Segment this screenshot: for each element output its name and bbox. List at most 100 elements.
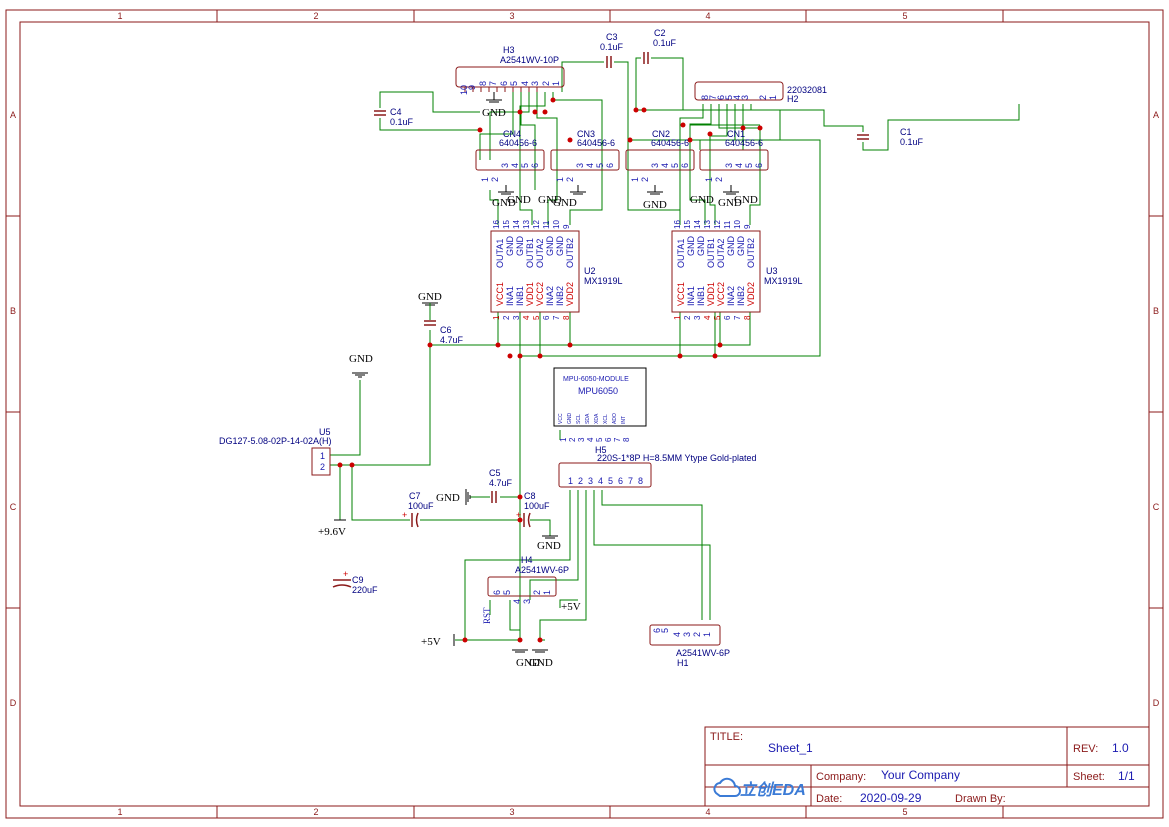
- pin-name: INA1: [505, 286, 515, 306]
- capacitor-c8[interactable]: C8 100uF +: [516, 491, 550, 528]
- capacitor-c5[interactable]: C5 4.7uF: [489, 468, 513, 503]
- capacitor-c4[interactable]: C4 0.1uF: [374, 107, 414, 127]
- pin-number: 3: [522, 599, 532, 604]
- pin-name: OUTB1: [706, 238, 716, 268]
- h5-header[interactable]: H5 220S-1*8P H=8.5MM Ytype Gold-plated 1…: [558, 445, 757, 488]
- capacitor-c2[interactable]: C2 0.1uF: [643, 28, 677, 64]
- pin-number: 1: [480, 177, 490, 182]
- pin-number: 7: [733, 315, 742, 320]
- lceda-logo: 立创EDA: [713, 777, 806, 799]
- h1-header[interactable]: 6 5 4 3 2 1 A2541WV-6P H1: [649, 624, 730, 668]
- power-9v6: +9.6V: [318, 519, 346, 538]
- rst-label: RST: [482, 607, 492, 624]
- cn2-ref: CN2: [652, 129, 670, 139]
- pin-number: 2: [490, 177, 500, 182]
- junction-dot: [477, 127, 483, 133]
- pin-number: 2: [640, 177, 650, 182]
- pin-number: 15: [683, 220, 692, 229]
- terminal-u5[interactable]: U5 DG127-5.08-02P-14-02A(H) 1 2: [219, 427, 332, 476]
- pin-number: 1: [555, 177, 565, 182]
- h4-header[interactable]: H4 A2541WV-6P 6 5 4 3 2 1 RST: [482, 555, 569, 624]
- pin-number: 11: [542, 220, 551, 229]
- junction-dot: [517, 637, 523, 643]
- pin-name: VCC2: [716, 282, 726, 306]
- pin-number: 6: [618, 476, 623, 486]
- pin-name: ADO: [612, 413, 618, 424]
- pin-number: 6: [723, 315, 732, 320]
- cloud-icon: [713, 777, 741, 797]
- pin-number: 7: [708, 95, 718, 100]
- pin-name: OUTB2: [746, 238, 756, 268]
- junction-dot: [427, 342, 433, 348]
- c9-value: 220uF: [352, 585, 378, 595]
- pin-name: GND: [696, 236, 706, 257]
- pin-name: OUTA2: [535, 239, 545, 268]
- pin-name: SDA: [585, 413, 591, 424]
- h3-value: A2541WV-10P: [500, 55, 559, 65]
- pin-number: 3: [693, 315, 702, 320]
- c6-ref: C6: [440, 325, 452, 335]
- col-label: 3: [509, 11, 514, 21]
- mpu6050-module[interactable]: MPU-6050-MODULE MPU6050 VCC GND SCL SDA …: [553, 367, 647, 442]
- connector-cn4[interactable]: CN4 640456-6 1 2 3 4 5 6: [475, 129, 545, 182]
- capacitor-c3[interactable]: C3 0.1uF: [600, 32, 624, 68]
- gnd-label: GND: [492, 197, 516, 209]
- pin-number: 4: [732, 95, 742, 100]
- pin-name: INA1: [686, 286, 696, 306]
- c4-value: 0.1uF: [390, 117, 414, 127]
- connector-cn1[interactable]: CN1 640456-6 1 2 3 4 5 6: [699, 129, 769, 182]
- connector-cn2[interactable]: CN2 640456-6 1 2 3 4 5 6: [625, 129, 695, 182]
- c2-value: 0.1uF: [653, 38, 677, 48]
- col-label: 2: [313, 807, 318, 817]
- gnd-label: GND: [690, 194, 714, 206]
- c7-ref: C7: [409, 491, 421, 501]
- pin-number: 3: [575, 163, 585, 168]
- junction-dot: [633, 107, 639, 113]
- pin-number: 2: [541, 81, 551, 86]
- ic-u3[interactable]: U3 MX1919L 16 15 14 13 12 11 10 9 OUTA1 …: [671, 220, 803, 320]
- pin-number: 8: [743, 315, 752, 320]
- pin-number: 8: [562, 315, 571, 320]
- ic-u2[interactable]: U2 MX1919L 16 15 14 13 12 11 10 9 OUTA1 …: [490, 220, 623, 320]
- capacitor-c7[interactable]: C7 100uF +: [402, 491, 434, 528]
- sheet-number-label: Sheet:: [1073, 771, 1105, 783]
- pin-number: 3: [577, 437, 586, 442]
- pin-number: 5: [595, 163, 605, 168]
- sheet-number-value: 1/1: [1118, 769, 1135, 783]
- pin-number: 2: [692, 632, 702, 637]
- row-label: D: [10, 698, 17, 708]
- connector-cn3[interactable]: CN3 640456-6 1 2 3 4 5 6: [550, 129, 620, 182]
- pin-number: 2: [578, 476, 583, 486]
- junction-dot: [627, 137, 633, 143]
- pin-name: VCC1: [495, 282, 505, 306]
- pin-number: 1: [768, 95, 778, 100]
- power-label: +5V: [421, 636, 441, 648]
- polarity-plus: +: [516, 510, 521, 520]
- gnd-symbol: GND GND: [512, 649, 553, 669]
- pin-number: 3: [650, 163, 660, 168]
- capacitor-c1[interactable]: C1 0.1uF: [857, 127, 924, 147]
- wires: [330, 57, 1020, 641]
- pin-number: 4: [734, 163, 744, 168]
- power-label: +9.6V: [318, 526, 346, 538]
- c7-value: 100uF: [408, 501, 434, 511]
- h3-header[interactable]: H3 A2541WV-10P 10 9 8 7 6 5 4 3 2 1: [455, 45, 565, 95]
- pin-number: 5: [532, 315, 541, 320]
- junction-dot: [537, 353, 543, 359]
- junction-dot: [740, 125, 746, 131]
- pin-number: 3: [724, 163, 734, 168]
- gnd-symbol: GND: [349, 353, 373, 378]
- capacitor-c9[interactable]: + C9 220uF: [332, 569, 378, 595]
- pin-number: 7: [613, 437, 622, 442]
- pin-number: 5: [713, 315, 722, 320]
- capacitor-c6[interactable]: C6 4.7uF: [424, 320, 464, 345]
- gnd-label: GND: [529, 657, 553, 669]
- pin-name: INB1: [515, 286, 525, 306]
- gnd-label: GND: [643, 199, 667, 211]
- pin-name: GND: [736, 236, 746, 257]
- pin-number: 13: [522, 220, 531, 229]
- gnd-label: GND: [482, 107, 506, 119]
- c3-ref: C3: [606, 32, 618, 42]
- h2-header[interactable]: 22032081 H2 8 7 6 5 4 3 2 1: [694, 81, 827, 104]
- pin-number: 15: [502, 220, 511, 229]
